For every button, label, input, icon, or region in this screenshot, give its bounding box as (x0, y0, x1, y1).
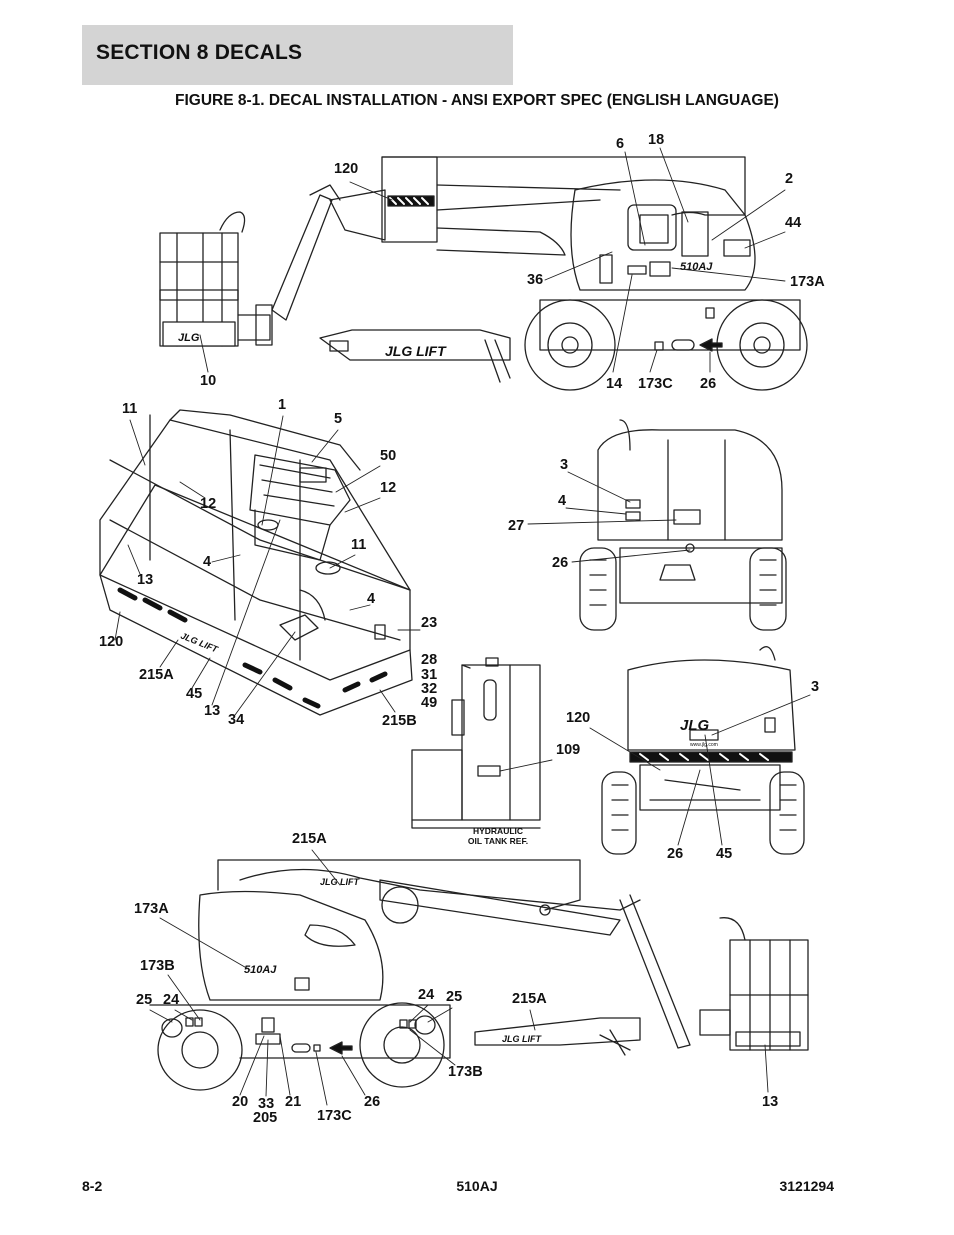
footer-page-number: 8-2 (82, 1178, 103, 1194)
callout-45: 45 (716, 846, 732, 862)
front-view (579, 419, 787, 631)
footer-doc-number: 3121294 (779, 1178, 834, 1194)
callout-173A: 173A (134, 901, 169, 917)
callout-13: 13 (137, 572, 153, 588)
callout-49: 49 (421, 695, 437, 711)
callout-12: 12 (380, 480, 396, 496)
callout-173A: 173A (790, 274, 825, 290)
callout-14: 14 (606, 376, 622, 392)
jlg-lift-basket: JLG LIFT (179, 631, 220, 655)
jlg-rear-logo: JLG (680, 717, 710, 734)
callout-11: 11 (351, 537, 366, 553)
callout-25: 25 (446, 989, 462, 1005)
callout-3: 3 (560, 457, 568, 473)
callout-215B: 215B (382, 713, 417, 729)
callout-28: 28 (421, 652, 437, 668)
website-rear: www.jlg.com (690, 742, 718, 748)
callout-31: 31 (421, 667, 437, 683)
hydraulic-tank-view: HYDRAULIC OIL TANK REF. (411, 657, 541, 846)
callout-120: 120 (334, 161, 358, 177)
callout-205: 205 (253, 1110, 277, 1126)
callout-173C: 173C (317, 1108, 352, 1124)
bottom-machine-view: 510AJ JLG LIFT JLG LIFT (149, 859, 809, 1091)
section-title: SECTION 8 DECALS (96, 41, 303, 64)
callout-13: 13 (204, 703, 220, 719)
callout-26: 26 (364, 1094, 380, 1110)
jlg-platform-logo: JLG (178, 332, 200, 344)
callout-1: 1 (278, 397, 286, 413)
callout-11: 11 (122, 401, 137, 417)
callout-4: 4 (203, 554, 211, 570)
callout-173B: 173B (448, 1064, 483, 1080)
callout-215A: 215A (292, 831, 327, 847)
callout-32: 32 (421, 681, 437, 697)
jlg-lift-boom-insert: JLG LIFT (385, 343, 447, 359)
callout-27: 27 (508, 518, 524, 534)
callout-50: 50 (380, 448, 396, 464)
callout-215A: 215A (512, 991, 547, 1007)
callout-2: 2 (785, 171, 793, 187)
jlg-lift-boom-bottom: JLG LIFT (320, 877, 360, 887)
platform-basket-detail: JLG LIFT (99, 409, 413, 716)
top-machine-view: JLG 510AJ (159, 156, 808, 391)
rear-view: JLG www.jlg.com (601, 646, 805, 855)
callout-34: 34 (228, 712, 244, 728)
hydraulic-ref-line2: OIL TANK REF. (468, 836, 528, 846)
callout-173C: 173C (638, 376, 673, 392)
section-header: SECTION 8 DECALS (82, 25, 513, 85)
callout-13: 13 (762, 1094, 778, 1110)
callout-24: 24 (163, 992, 179, 1008)
callout-4: 4 (558, 493, 566, 509)
callout-45: 45 (186, 686, 202, 702)
callout-20: 20 (232, 1094, 248, 1110)
callout-44: 44 (785, 215, 801, 231)
callout-26: 26 (667, 846, 683, 862)
callout-120: 120 (99, 634, 123, 650)
callout-18: 18 (648, 132, 664, 148)
callout-173B: 173B (140, 958, 175, 974)
callout-5: 5 (334, 411, 342, 427)
callout-33: 33 (258, 1096, 274, 1112)
callout-4: 4 (367, 591, 375, 607)
callout-21: 21 (285, 1094, 301, 1110)
callout-23: 23 (421, 615, 437, 631)
callout-24: 24 (418, 987, 434, 1003)
footer-model: 510AJ (456, 1178, 498, 1194)
callout-6: 6 (616, 136, 624, 152)
figure-title: FIGURE 8-1. DECAL INSTALLATION - ANSI EX… (175, 92, 779, 109)
callout-26: 26 (700, 376, 716, 392)
callout-3: 3 (811, 679, 819, 695)
hydraulic-ref-line1: HYDRAULIC (473, 826, 523, 836)
jlg-lift-bottom-insert: JLG LIFT (502, 1034, 542, 1044)
callout-36: 36 (527, 272, 543, 288)
callout-120: 120 (566, 710, 590, 726)
model-badge-bottom: 510AJ (244, 964, 277, 976)
leader-lines (114, 147, 811, 1106)
callout-26: 26 (552, 555, 568, 571)
callout-109: 109 (556, 742, 580, 758)
callout-25: 25 (136, 992, 152, 1008)
callout-215A: 215A (139, 667, 174, 683)
callout-12: 12 (200, 496, 216, 512)
callout-10: 10 (200, 373, 216, 389)
